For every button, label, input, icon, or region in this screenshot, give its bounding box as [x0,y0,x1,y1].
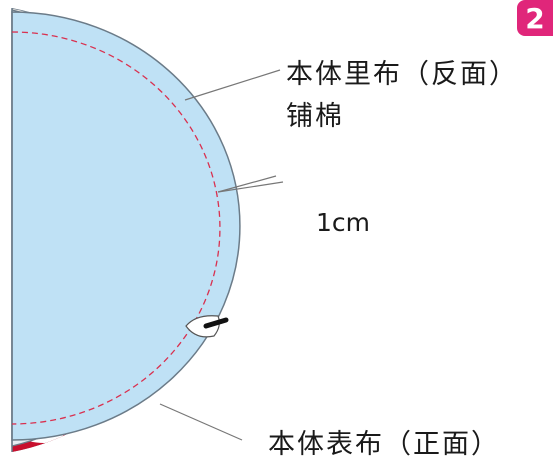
lining-label: 本体里布（反面） [286,59,518,90]
lining-layer [11,11,241,441]
seam-allowance-label: 1cm [316,208,371,237]
step-number-badge: 2 [517,0,553,36]
leader-line-outer [159,403,243,441]
presser-foot-icon [185,315,229,338]
leader-line-lining [184,69,281,101]
outer-fabric-label: 本体表布（正面） [268,429,500,460]
stitch-line [11,31,221,425]
leader-line-seam-lower [217,181,284,193]
batting-label: 铺棉 [286,101,344,132]
leader-line-seam-upper [217,175,277,193]
